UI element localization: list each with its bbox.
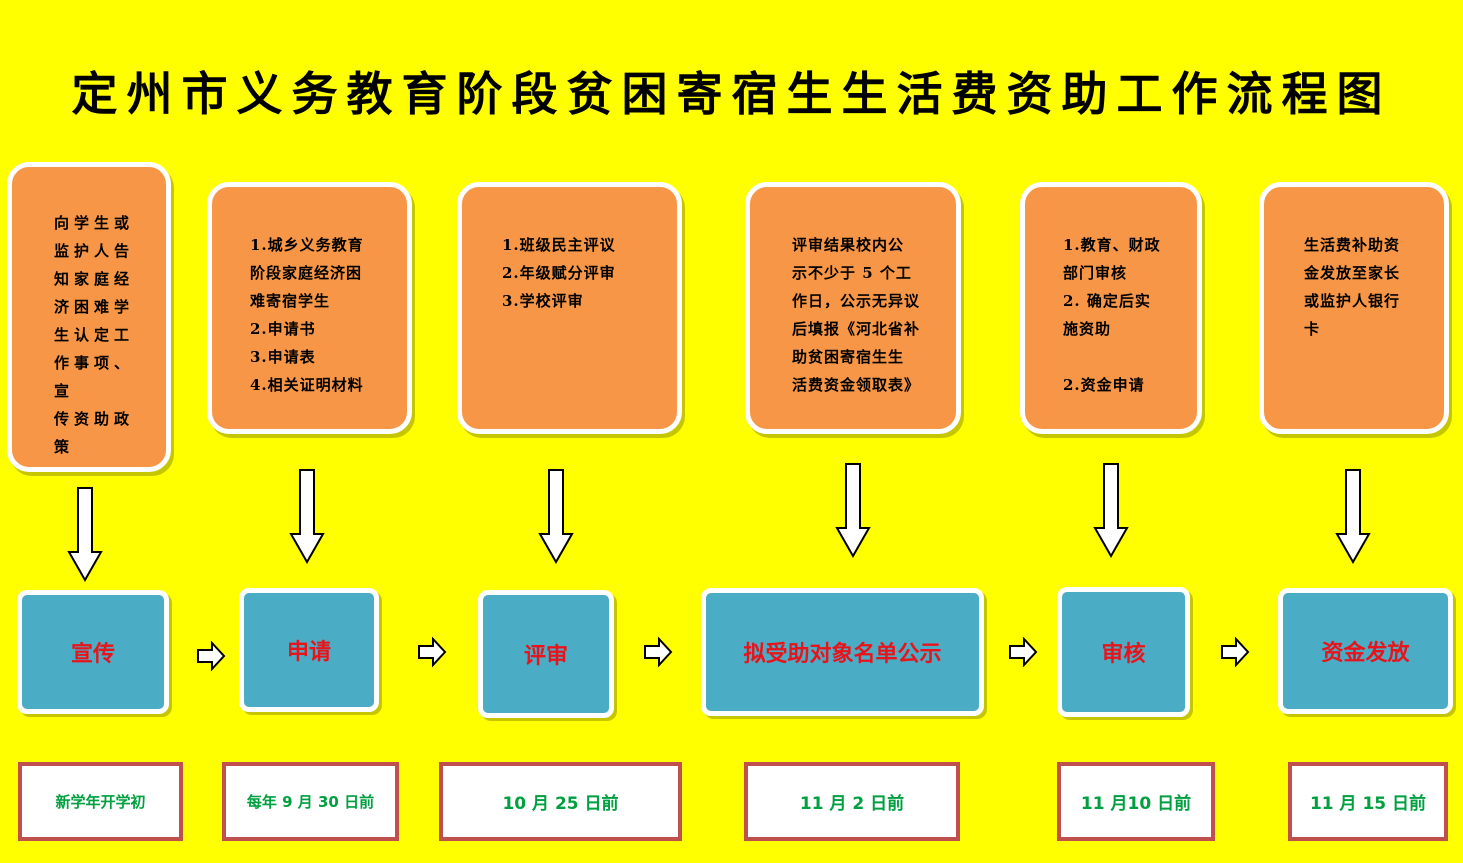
arrow-right-icon <box>1221 637 1250 667</box>
arrow-right-icon <box>197 641 226 671</box>
stage-publicity: 宣传 <box>17 590 169 714</box>
date-box-application: 每年 9 月 30 日前 <box>222 762 399 841</box>
arrow-right-icon <box>644 637 673 667</box>
description-box-audit: 1.教育、财政 部门审核 2. 确定后实 施资助 2.资金申请 <box>1020 182 1202 434</box>
arrow-down-icon <box>538 469 574 564</box>
date-box-publication: 11 月 2 日前 <box>744 762 960 841</box>
description-box-application: 1.城乡义务教育 阶段家庭经济困 难寄宿学生 2.申请书 3.申请表 4.相关证… <box>207 182 412 434</box>
page-title: 定州市义务教育阶段贫困寄宿生生活费资助工作流程图 <box>71 67 1392 121</box>
arrow-right-icon <box>418 637 447 667</box>
description-box-disbursement: 生活费补助资 金发放至家长 或监护人银行 卡 <box>1259 182 1449 434</box>
description-box-publicity: 向学生或 监护人告 知家庭经 济困难学 生认定工 作事项、宣 传资助政 策 <box>7 162 171 472</box>
arrow-down-icon <box>835 463 871 558</box>
stage-disbursement: 资金发放 <box>1278 588 1453 714</box>
stage-application: 申请 <box>239 588 379 712</box>
arrow-down-icon <box>1335 469 1371 564</box>
stage-audit: 审核 <box>1057 587 1190 717</box>
date-box-review: 10 月 25 日前 <box>439 762 682 841</box>
stage-review: 评审 <box>478 590 614 718</box>
arrow-down-icon <box>67 487 103 582</box>
date-box-audit: 11 月10 日前 <box>1057 762 1215 841</box>
date-box-publicity: 新学年开学初 <box>18 762 183 841</box>
description-box-review: 1.班级民主评议 2.年级赋分评审 3.学校评审 <box>457 182 682 434</box>
date-box-disbursement: 11 月 15 日前 <box>1288 762 1448 841</box>
arrow-right-icon <box>1009 637 1038 667</box>
arrow-down-icon <box>1093 463 1129 558</box>
description-box-publication: 评审结果校内公 示不少于 5 个工 作日，公示无异议 后填报《河北省补 助贫困寄… <box>745 182 961 434</box>
stage-publication: 拟受助对象名单公示 <box>701 588 984 716</box>
arrow-down-icon <box>289 469 325 564</box>
